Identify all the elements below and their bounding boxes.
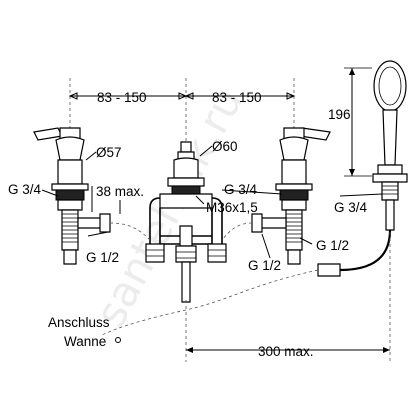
right-valve-outlet: [251, 213, 287, 233]
leader-lines: [41, 145, 383, 259]
thread-shower-label: G 3/4: [334, 200, 368, 215]
right-valve: [275, 127, 331, 265]
manifold-pipes: [145, 197, 227, 303]
inlet-mid-label: G 1/2: [248, 258, 281, 273]
max-deck-label: 38 max.: [96, 184, 144, 199]
hand-shower: [372, 60, 408, 231]
connection-marker: [115, 337, 121, 343]
nut-thread-label: M36x1,5: [206, 200, 258, 215]
center-spout: [159, 141, 213, 209]
connection-label-line2: Wanne: [64, 334, 106, 349]
shower-hose: [339, 229, 392, 272]
flex-connection-left: [109, 222, 151, 241]
shower-height-label: 196: [328, 107, 351, 122]
inlet-right-label: G 1/2: [316, 238, 349, 253]
spacing-dimension-lines: [68, 78, 296, 145]
inlet-left-label: G 1/2: [86, 250, 119, 265]
spacing-right-label: 83 - 150: [212, 90, 262, 105]
left-valve-outlet: [77, 213, 111, 233]
valve-diameter-label: Ø57: [96, 145, 122, 160]
spout-diameter-label: Ø60: [212, 139, 238, 154]
thread-left-label: G 3/4: [8, 182, 42, 197]
hose-length-dimension: [185, 232, 391, 362]
thread-mid-label: G 3/4: [224, 182, 258, 197]
shower-height-dimension: [344, 67, 372, 177]
spacing-left-label: 83 - 150: [97, 90, 147, 105]
connection-label-line1: Anschluss: [48, 315, 110, 330]
left-valve: [33, 127, 89, 265]
hose-connector: [317, 263, 341, 277]
hose-length-label: 300 max.: [258, 344, 314, 359]
flex-connection-right: [221, 222, 253, 241]
